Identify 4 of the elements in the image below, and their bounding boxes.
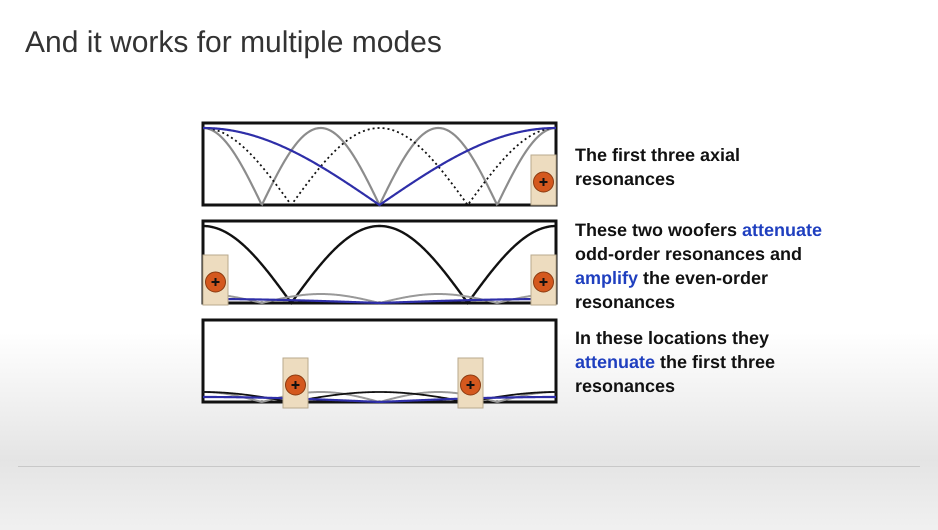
description-text: In these locations they attenuate the first three resonances — [575, 327, 776, 398]
slide-title: And it works for multiple modes — [25, 26, 442, 60]
description-text: The first three axial resonances — [575, 144, 742, 191]
description-text: These two woofers attenuate odd-order resonances and amplify the even-order resonances — [575, 219, 824, 314]
